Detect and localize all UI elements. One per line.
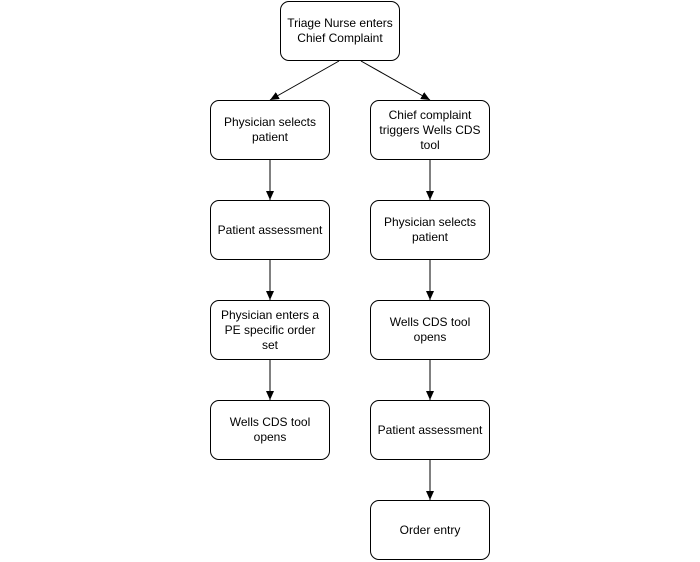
edge-root-to-right	[360, 60, 431, 101]
node-triage-nurse: Triage Nurse enters Chief Complaint	[280, 1, 400, 61]
node-left-wells-opens: Wells CDS tool opens	[210, 400, 330, 460]
node-label: Wells CDS tool opens	[389, 315, 471, 344]
node-left-physician-selects: Physician selects patient	[210, 100, 330, 160]
edge-root-to-left	[269, 60, 340, 101]
node-label: Physician enters a PE specific order set	[220, 307, 320, 352]
node-label: Patient assessment	[377, 422, 483, 437]
node-label: Patient assessment	[217, 222, 323, 237]
node-left-patient-assessment: Patient assessment	[210, 200, 330, 260]
node-right-chief-complaint-triggers: Chief complaint triggers Wells CDS tool	[370, 100, 490, 160]
node-label: Wells CDS tool opens	[229, 415, 311, 444]
node-label: Physician selects patient	[223, 115, 317, 144]
node-right-patient-assessment: Patient assessment	[370, 400, 490, 460]
node-label: Physician selects patient	[383, 215, 477, 244]
node-left-order-set: Physician enters a PE specific order set	[210, 300, 330, 360]
node-right-wells-opens: Wells CDS tool opens	[370, 300, 490, 360]
node-right-physician-selects: Physician selects patient	[370, 200, 490, 260]
node-label: Order entry	[399, 522, 461, 537]
node-label: Triage Nurse enters Chief Complaint	[287, 16, 393, 45]
node-right-order-entry: Order entry	[370, 500, 490, 560]
node-label: Chief complaint triggers Wells CDS tool	[379, 107, 481, 152]
